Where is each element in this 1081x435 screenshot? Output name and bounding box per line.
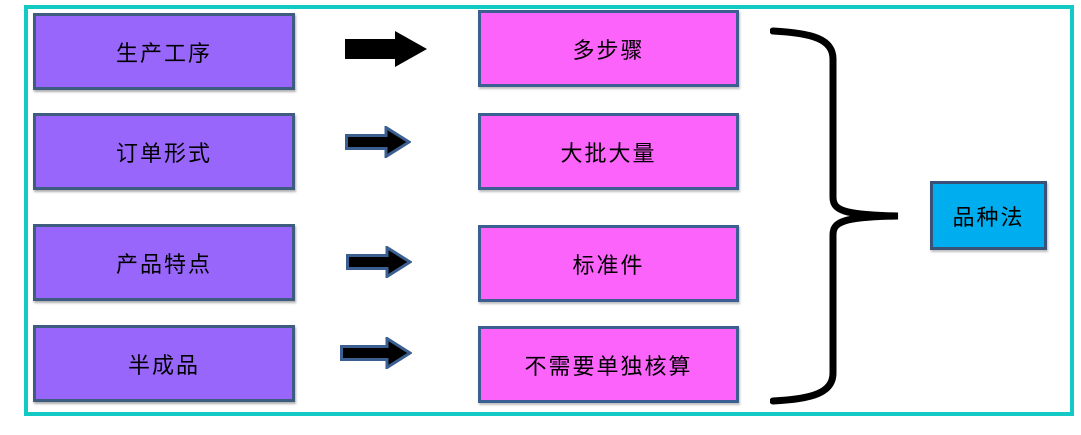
left-box-semi-finished: 半成品 bbox=[33, 325, 295, 402]
right-box-multi-step: 多步骤 bbox=[478, 10, 739, 87]
right-box-mass-production: 大批大量 bbox=[478, 113, 739, 190]
left-box-order-form: 订单形式 bbox=[33, 113, 295, 190]
right-arrow-icon bbox=[340, 337, 412, 369]
right-brace-icon bbox=[770, 27, 899, 405]
right-box-no-separate-accounting: 不需要单独核算 bbox=[478, 326, 739, 403]
right-arrow-icon bbox=[345, 126, 411, 158]
result-box-category-method: 品种法 bbox=[930, 181, 1047, 250]
outer-frame bbox=[24, 5, 1074, 416]
left-box-production-process: 生产工序 bbox=[33, 13, 295, 90]
right-box-standard-parts: 标准件 bbox=[478, 225, 739, 302]
right-arrow-icon bbox=[345, 31, 427, 67]
left-box-product-features: 产品特点 bbox=[33, 224, 295, 301]
right-arrow-icon bbox=[346, 246, 412, 278]
